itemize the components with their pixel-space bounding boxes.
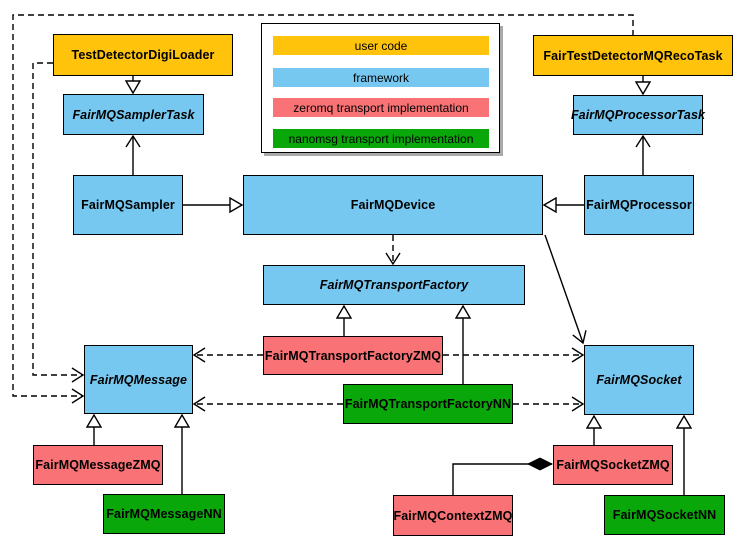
node-fairmqtransportfactorynn: FairMQTransportFactoryNN bbox=[343, 384, 513, 424]
node-fairmqmessagenn: FairMQMessageNN bbox=[103, 494, 225, 534]
node-fairmqtransportfactory: FairMQTransportFactory bbox=[263, 265, 525, 305]
node-fairmqdevice: FairMQDevice bbox=[243, 175, 543, 235]
node-fairmqprocessortask: FairMQProcessorTask bbox=[571, 95, 705, 135]
edge-device-uses-socket bbox=[544, 234, 587, 345]
legend-item-zeromq: zeromq transport implementation bbox=[273, 98, 489, 117]
node-fairmqmessagezmq: FairMQMessageZMQ bbox=[33, 445, 163, 485]
node-testdetectordigiloader: TestDetectorDigiLoader bbox=[53, 34, 233, 76]
legend-item-user-code: user code bbox=[273, 36, 489, 55]
node-fairmqprocessor: FairMQProcessor bbox=[584, 175, 694, 235]
legend: user code framework zeromq transport imp… bbox=[261, 23, 500, 153]
node-fairmqmessage: FairMQMessage bbox=[84, 345, 193, 414]
node-fairmqcontextzmq: FairMQContextZMQ bbox=[393, 495, 513, 536]
node-fairmqsamplertask: FairMQSamplerTask bbox=[63, 94, 204, 135]
node-fairmqsocket: FairMQSocket bbox=[584, 345, 694, 415]
node-fairtestdetectormqrecotask: FairTestDetectorMQRecoTask bbox=[533, 35, 733, 76]
node-fairmqsocketzmq: FairMQSocketZMQ bbox=[553, 445, 673, 485]
legend-item-framework: framework bbox=[273, 68, 489, 87]
edge-contextzmq-composed-in-socketzmq bbox=[452, 464, 552, 495]
node-fairmqsampler: FairMQSampler bbox=[73, 175, 183, 235]
edge-recotask-uses-message bbox=[12, 14, 634, 404]
node-fairmqsocketnn: FairMQSocketNN bbox=[604, 495, 725, 535]
legend-item-nanomsg: nanomsg transport implementation bbox=[273, 129, 489, 148]
node-fairmqtransportfactoryzmq: FairMQTransportFactoryZMQ bbox=[263, 336, 443, 375]
edge-digiloader-uses-message bbox=[32, 62, 85, 383]
